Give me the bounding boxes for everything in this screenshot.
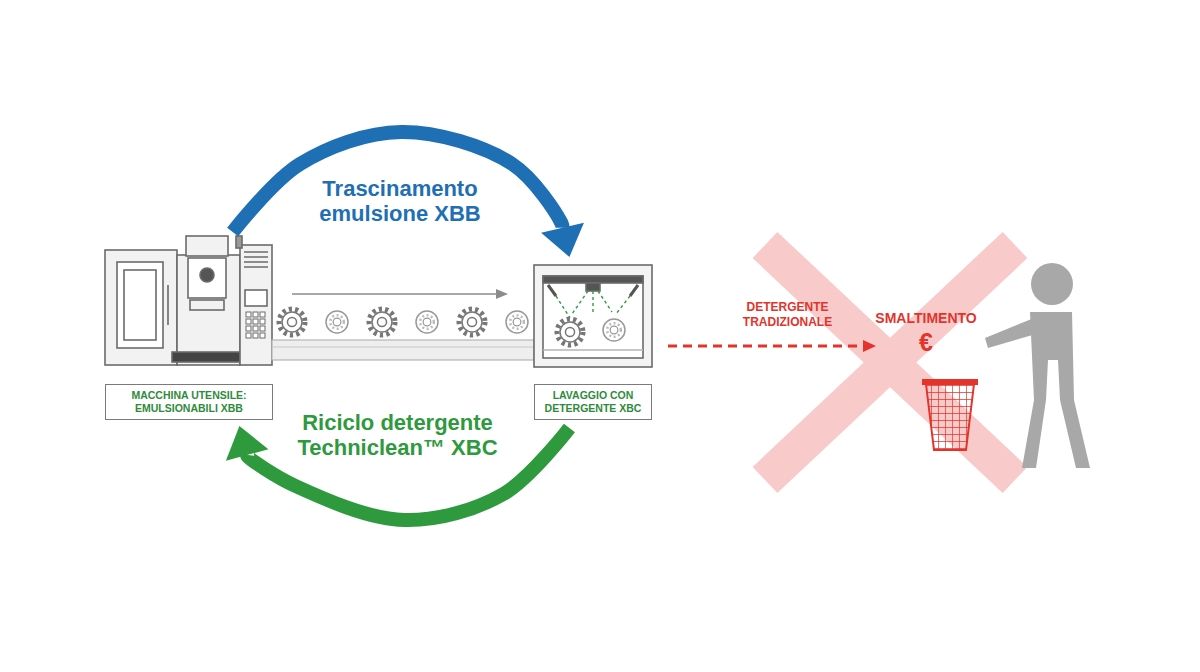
gear-teeth <box>369 309 395 335</box>
bearing-ring <box>506 311 528 333</box>
machine-tray <box>172 352 240 362</box>
conveyor-belt <box>272 340 534 360</box>
keypad-key <box>253 312 258 317</box>
machine-screen <box>245 290 267 306</box>
keypad-key <box>260 333 265 338</box>
washer-chamber <box>543 276 643 358</box>
keypad-key <box>253 326 258 331</box>
machine-tool <box>105 236 272 365</box>
machine-label-box: MACCHINA UTENSILE: EMULSIONABILI XBB <box>105 235 273 420</box>
connector-line <box>233 132 563 232</box>
machine-spindle <box>200 268 214 282</box>
keypad-key <box>246 312 251 317</box>
keypad-key <box>260 312 265 317</box>
machine-door <box>105 250 177 365</box>
gear-hub <box>565 327 574 336</box>
workpieces <box>279 309 528 335</box>
edge-label: DETERGENTE TRADIZIONALE <box>725 300 850 330</box>
box-label: LAVAGGIO CON DETERGENTE XBC <box>534 384 652 420</box>
bearing-ring <box>603 319 625 341</box>
machine-vents <box>244 252 268 267</box>
edge-label: Trascinamento emulsione XBB <box>300 176 500 227</box>
machine-panel <box>240 245 272 365</box>
person-legs <box>1022 400 1090 468</box>
gear-hub <box>467 317 476 326</box>
bin-rim <box>922 379 978 385</box>
gear-wheel <box>462 312 482 332</box>
arrowhead <box>541 223 584 257</box>
machine-table <box>190 300 224 310</box>
machine-spindle-box <box>188 258 226 298</box>
spray-nozzle <box>586 283 600 291</box>
spray-bar <box>543 276 643 283</box>
flow-arrow <box>292 293 498 295</box>
keypad-key <box>253 319 258 324</box>
keypad-key <box>260 319 265 324</box>
machine-window <box>124 270 156 340</box>
arrowhead <box>226 426 269 461</box>
cross-stroke <box>765 245 1015 480</box>
person-figure <box>985 263 1090 468</box>
person-head <box>1031 263 1073 305</box>
keypad-key <box>260 326 265 331</box>
keypad-key <box>246 333 251 338</box>
bearing-balls <box>607 323 621 337</box>
washer-housing <box>534 265 652 367</box>
bearing-balls <box>420 315 434 329</box>
washer-rack <box>543 349 643 351</box>
spray-nozzle <box>548 285 638 296</box>
bearing-bore <box>513 318 521 326</box>
gear-wheel <box>372 312 392 332</box>
washing-machine <box>534 265 652 367</box>
machine-body <box>177 255 240 365</box>
conveyor-line <box>272 347 534 348</box>
arrowhead <box>863 340 876 352</box>
keypad-key <box>253 333 258 338</box>
gear-wheel <box>560 322 580 342</box>
flow-arrow <box>233 132 584 257</box>
machine-handle <box>167 285 169 325</box>
bearing-bore <box>423 318 431 326</box>
box-label: MACCHINA UTENSILE: EMULSIONABILI XBB <box>105 384 273 420</box>
gear-hub <box>377 317 386 326</box>
machine-head <box>186 236 228 256</box>
gear-wheel <box>282 312 302 332</box>
gear-teeth <box>279 309 305 335</box>
connector-line <box>668 344 863 347</box>
gear-teeth <box>459 309 485 335</box>
cross-mark <box>765 245 1015 480</box>
waste-bin <box>922 379 978 450</box>
washer-label-box: LAVAGGIO CON DETERGENTE XBC <box>534 265 652 420</box>
dashed-arrow <box>668 340 876 352</box>
cross-stroke <box>765 245 1015 480</box>
bearing-ring <box>326 311 348 333</box>
bearing-balls <box>510 315 524 329</box>
washed-parts <box>557 319 625 345</box>
keypad-key <box>246 326 251 331</box>
machine-lamp <box>236 236 242 248</box>
spray-jets <box>556 291 630 318</box>
disposal-group: SMALTIMENTO€ <box>878 310 974 368</box>
bearing-ring <box>416 311 438 333</box>
gear-hub <box>287 317 296 326</box>
edge-label: Riciclo detergente Techniclean™ XBC <box>285 410 510 461</box>
person-arm <box>985 318 1036 348</box>
bin-basket <box>926 384 974 450</box>
bearing-bore <box>610 326 618 334</box>
bearing-balls <box>330 315 344 329</box>
bearing-bore <box>333 318 341 326</box>
machine-window <box>117 262 163 348</box>
conveyor <box>272 289 534 360</box>
keypad-key <box>246 319 251 324</box>
gear-teeth <box>557 319 583 345</box>
disposal-label: SMALTIMENTO <box>875 310 976 327</box>
cost-symbol: € <box>919 327 933 357</box>
machine-keypad <box>246 312 265 338</box>
person-body <box>1030 312 1074 400</box>
flow-arrowhead <box>496 289 508 299</box>
